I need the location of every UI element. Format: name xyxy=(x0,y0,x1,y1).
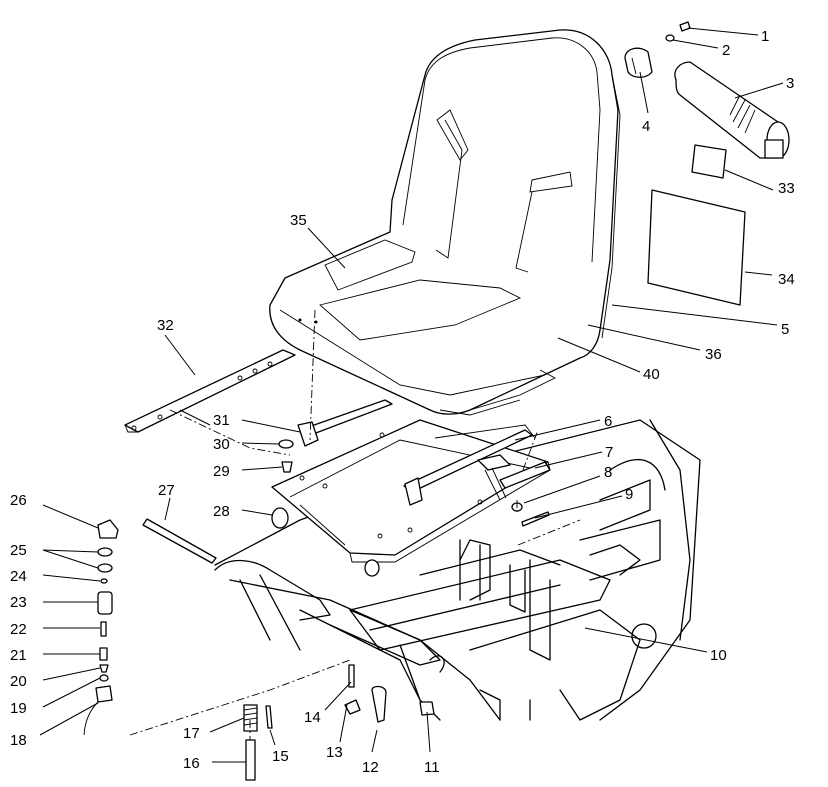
callout-26: 26 xyxy=(10,492,27,509)
spring-pivot xyxy=(243,704,273,781)
bracket xyxy=(124,349,296,433)
frame xyxy=(214,419,701,721)
callout-2: 2 xyxy=(722,42,730,59)
bushing xyxy=(271,507,289,529)
callout-34: 34 xyxy=(778,271,795,288)
decal-small xyxy=(691,144,727,179)
callout-5: 5 xyxy=(781,321,789,338)
roll-pin xyxy=(348,664,355,688)
washer xyxy=(665,34,675,42)
screw xyxy=(344,699,361,715)
callout-25: 25 xyxy=(10,542,27,559)
callout-labels: 1 2 3 4 5 6 7 8 9 10 11 12 13 14 15 16 1… xyxy=(10,28,795,776)
callout-8: 8 xyxy=(604,464,612,481)
callout-33: 33 xyxy=(778,180,795,197)
clip xyxy=(624,47,653,78)
cotter-pin xyxy=(521,511,550,527)
callout-11: 11 xyxy=(424,759,440,776)
centerlines xyxy=(129,309,581,740)
cap-screw xyxy=(281,461,293,473)
flat-washer xyxy=(278,439,294,449)
callout-16: 16 xyxy=(183,755,200,772)
callout-21: 21 xyxy=(10,647,27,664)
callout-3: 3 xyxy=(786,75,794,92)
switch-stack xyxy=(83,519,119,736)
callout-19: 19 xyxy=(10,700,27,717)
callout-7: 7 xyxy=(605,444,613,461)
callout-13: 13 xyxy=(326,744,343,761)
callout-17: 17 xyxy=(183,725,200,742)
seat-slide-rails xyxy=(297,399,551,506)
bracket-clip xyxy=(371,685,387,723)
callout-32: 32 xyxy=(157,317,174,334)
bushing xyxy=(364,559,380,577)
callout-9: 9 xyxy=(625,486,633,503)
callout-20: 20 xyxy=(10,673,27,690)
callout-15: 15 xyxy=(272,748,289,765)
callout-27: 27 xyxy=(158,482,175,499)
callout-18: 18 xyxy=(10,732,27,749)
callout-30: 30 xyxy=(213,436,230,453)
callout-29: 29 xyxy=(213,463,230,480)
callout-10: 10 xyxy=(710,647,727,664)
seat xyxy=(269,29,621,416)
callout-24: 24 xyxy=(10,568,27,585)
callout-23: 23 xyxy=(10,594,27,611)
callout-12: 12 xyxy=(362,759,379,776)
leader-lines xyxy=(39,27,784,763)
bolt xyxy=(679,21,691,32)
callout-14: 14 xyxy=(304,709,321,726)
seat-belt-retractor xyxy=(674,61,790,159)
decal-large xyxy=(647,189,746,306)
callout-22: 22 xyxy=(10,621,27,638)
callout-4: 4 xyxy=(642,118,650,135)
callout-40: 40 xyxy=(643,366,660,383)
callout-36: 36 xyxy=(705,346,722,363)
callout-1: 1 xyxy=(761,28,769,45)
flange-nut xyxy=(419,701,435,716)
callout-6: 6 xyxy=(604,413,612,430)
callout-28: 28 xyxy=(213,503,230,520)
rod xyxy=(142,518,217,564)
callout-35: 35 xyxy=(290,212,307,229)
callout-31: 31 xyxy=(213,412,230,429)
